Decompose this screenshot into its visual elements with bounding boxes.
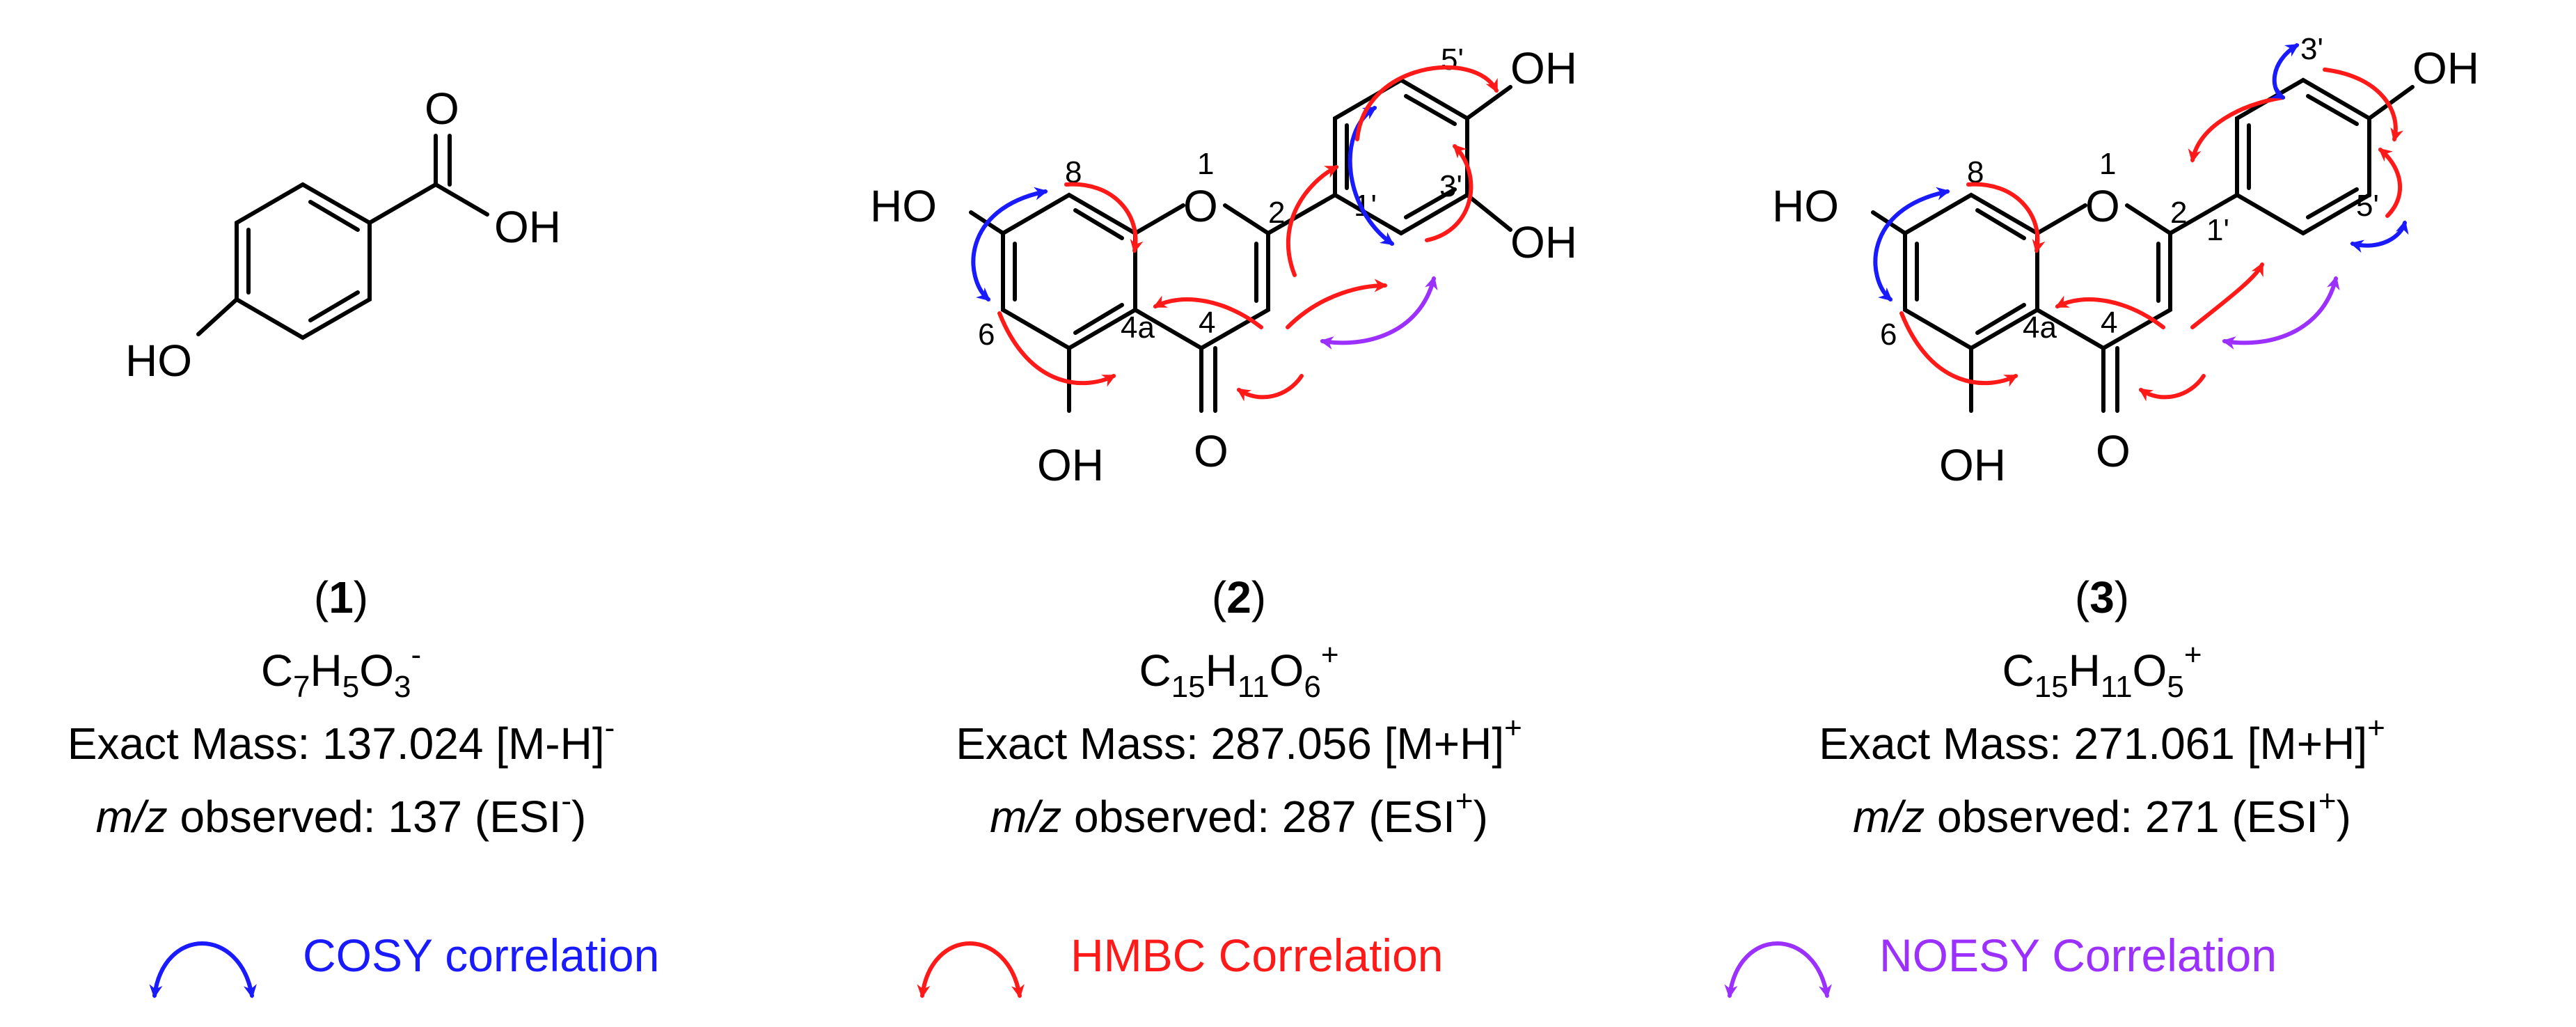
noesy-arrow-h3-h2p	[1320, 276, 1438, 350]
hmbc-arrow-h6p-c1p	[1286, 165, 1339, 277]
compound-labels: (1) C7H5O3- Exact Mass: 137.024 [M-H]- m/z …	[68, 572, 2385, 842]
pos-4-label: 4	[2101, 306, 2117, 340]
legend-cosy-label: COSY correlation	[303, 930, 659, 981]
hmbc-arrow-h6-c4a	[1899, 311, 2018, 387]
hmbc-arrow-h5p-c4p	[2378, 148, 2403, 218]
pos-4a-label: 4a	[1121, 311, 1155, 345]
a-ring	[1001, 192, 1137, 351]
phenol-oh-label: HO	[125, 336, 192, 386]
oh7-label: HO	[1772, 181, 1839, 231]
compound-2-exact-mass: Exact Mass: 287.056 [M+H]+	[956, 711, 1522, 769]
hmbc-arrow-h6-c4a	[997, 311, 1116, 387]
pos-1-label: 1	[2099, 147, 2116, 181]
oh4p-label: OH	[1510, 43, 1577, 93]
hmbc-arrow-h8-c8a	[1064, 182, 1144, 253]
legend-hmbc-label: HMBC Correlation	[1070, 930, 1443, 981]
pos-3p-label: 3'	[2300, 32, 2323, 66]
pos-2-label: 2	[2170, 196, 2187, 230]
carbonyl-o-label: O	[2096, 426, 2131, 476]
oh7-label: HO	[870, 181, 937, 231]
b-ring	[2235, 77, 2371, 236]
hmbc-arrow-h5p-c3p	[1355, 65, 1499, 141]
noesy-arrow-h3-h6p	[2222, 276, 2340, 350]
hmbc-arrow-h3-c4a	[1153, 295, 1263, 329]
hmbc-arrow-h3-c4a	[2055, 295, 2165, 329]
oh5-label: OH	[1037, 440, 1104, 490]
compound-3-structure: O O OH HO OH 1 2 4 4a 6 8 1' 3' 5'	[1772, 32, 2479, 490]
legend-hmbc-arrow	[917, 941, 1025, 998]
compound-3-exact-mass: Exact Mass: 271.061 [M+H]+	[1819, 711, 2385, 769]
pos-1p-label: 1'	[2206, 213, 2229, 247]
cosy-arrow-h5p-h6p	[2350, 220, 2409, 253]
cosy-arrow-h6-h8	[971, 187, 1048, 301]
cosy-arrow-h2p-h3p	[2270, 43, 2300, 100]
oh4p-label: OH	[2412, 43, 2479, 93]
compound-1-observed: m/z observed: 137 (ESI-)	[96, 784, 587, 842]
acid-oh-label: OH	[494, 202, 561, 252]
oh3p-label: OH	[1510, 217, 1577, 267]
hmbc-arrow-h6p-c2	[2190, 262, 2264, 329]
compound-2-formula: C15H11O6+	[1139, 638, 1338, 704]
hmbc-arrow-h2p-c1p	[2188, 95, 2285, 163]
pos-6-label: 6	[978, 317, 995, 352]
a-ring	[1903, 192, 2039, 351]
benzene-ring	[235, 182, 372, 340]
hmbc-arrow-h3-c4	[2138, 374, 2206, 402]
compound-3-formula: C15H11O5+	[2002, 638, 2202, 704]
pos-5p-label: 5'	[2356, 189, 2379, 223]
legend-cosy-arrow	[149, 941, 257, 998]
pos-3p-label: 3'	[1439, 169, 1462, 203]
compound-3-observed: m/z observed: 271 (ESI+)	[1853, 784, 2351, 842]
compound-2-structure: O O OH HO OH OH 1 2 4 4a 6 8 1' 5' 3'	[870, 42, 1577, 490]
pos-6-label: 6	[1880, 317, 1897, 352]
cosy-arrow-h6-h8	[1873, 187, 1950, 301]
hmbc-arrow-h2p-c2	[1286, 279, 1388, 329]
pos-4a-label: 4a	[2023, 311, 2057, 345]
compound-1-exact-mass: Exact Mass: 137.024 [M-H]-	[68, 711, 615, 769]
ring-o-label: O	[2085, 181, 2120, 231]
compound-1-formula: C7H5O3-	[261, 638, 421, 704]
pos-1-label: 1	[1197, 147, 1214, 181]
ring-o-label: O	[1183, 181, 1218, 231]
hmbc-arrow-h3p-c4p	[2323, 68, 2404, 142]
hmbc-arrow-h8-c8a	[1966, 182, 2046, 253]
oh5-label: OH	[1939, 440, 2006, 490]
pos-5p-label: 5'	[1441, 42, 1464, 77]
carbonyl-o-label: O	[425, 84, 459, 134]
compound-2-observed: m/z observed: 287 (ESI+)	[990, 784, 1488, 842]
legend-noesy-arrow	[1724, 941, 1832, 998]
compound-1-structure: O OH HO	[125, 84, 561, 386]
carbonyl-o-label: O	[1194, 426, 1228, 476]
compound-3-id: (3)	[2075, 572, 2129, 622]
compound-1-id: (1)	[314, 572, 368, 622]
pos-2-label: 2	[1268, 196, 1285, 230]
pos-4-label: 4	[1199, 306, 1215, 340]
legend: COSY correlation HMBC Correlation NOESY …	[149, 930, 2277, 998]
compound-2-id: (2)	[1212, 572, 1266, 622]
hmbc-arrow-h2p-c4p	[1425, 144, 1473, 242]
legend-noesy-label: NOESY Correlation	[1879, 930, 2277, 981]
hmbc-arrow-h3-c4	[1236, 374, 1304, 402]
